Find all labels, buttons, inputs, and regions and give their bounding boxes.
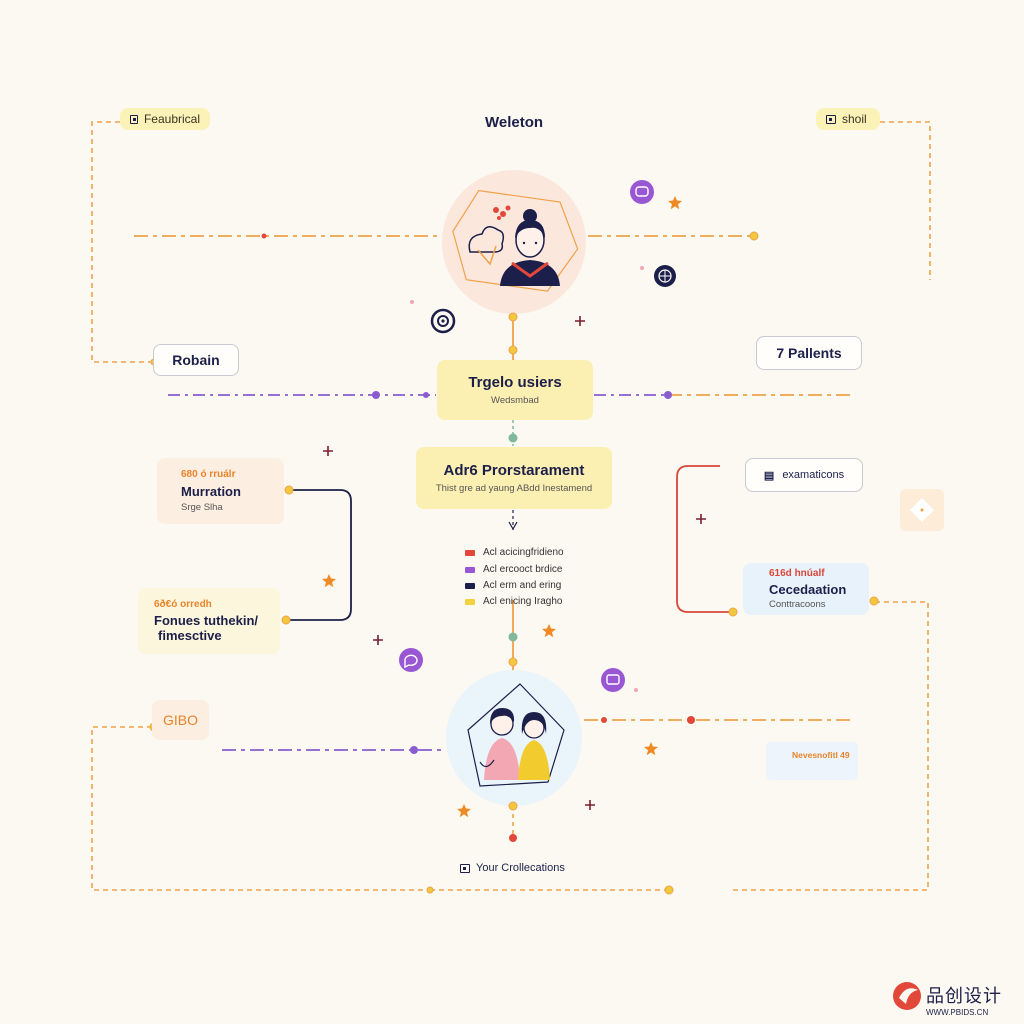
page-title: Weleton <box>484 114 544 131</box>
watermark: 品创设计 WWW.PBIDS.CN <box>926 982 1002 1017</box>
bottom-avatar-outline <box>467 683 565 787</box>
side-note-label: Nevesnofitl 49 <box>792 750 850 760</box>
watermark-url: WWW.PBIDS.CN <box>926 1008 989 1017</box>
collections-label: Your Crollecations <box>476 862 565 874</box>
legend-swatch <box>465 566 475 573</box>
couple-avatar-icon <box>479 708 550 780</box>
robain-node: Robain <box>153 344 239 376</box>
side-note: Nevesnofitl 49 <box>766 742 858 780</box>
top-right-loop <box>880 121 931 280</box>
top-right-tag: shoil <box>816 108 880 130</box>
patients-node: 7 Pallents <box>756 336 862 370</box>
murration-subtitle: Srge Slha <box>181 502 223 513</box>
legend-label: Acl enicing Iragho <box>483 596 563 607</box>
legend-item: Acl acicingfridieno <box>465 547 564 558</box>
ceceddation-tag: 616d hnúalf <box>769 568 825 579</box>
target-users-node: Trgelo usiers Wedsmbad <box>437 360 593 420</box>
cloud-icon <box>468 226 505 266</box>
document-icon <box>826 114 836 124</box>
globe-icon <box>654 265 676 287</box>
watermark-brand: 品创设计 <box>926 986 1002 1006</box>
fonues-line1: Fonues tuthekin/ <box>154 613 258 628</box>
ceceddation-title: Cecedaation <box>769 582 847 597</box>
murration-title: Murration <box>181 484 241 499</box>
chat-bubble-icon-2 <box>399 648 423 672</box>
robain-label: Robain <box>172 352 220 368</box>
woman-avatar-icon <box>500 209 560 286</box>
program-node: Adr6 Prorstarament Thist gre ad yaung AB… <box>416 447 612 509</box>
examinations-label: examaticons <box>782 469 845 481</box>
star-icons <box>322 196 682 818</box>
fonues-node: 6ð€ó orredh Fonues tuthekin/ fimesctive <box>138 588 280 654</box>
collections-label-row: Your Crollecations <box>460 862 565 874</box>
legend-swatch <box>465 598 475 605</box>
sparkle-dots-icon <box>493 205 511 220</box>
top-left-tag: Feaubrical <box>120 108 210 130</box>
top-avatar-ring <box>442 170 586 314</box>
fonues-tag: 6ð€ó orredh <box>154 599 212 610</box>
target-users-title: Trgelo usiers <box>468 374 562 391</box>
murration-tag: 680 ó rruálr <box>181 469 236 480</box>
message-icon <box>601 668 625 692</box>
legend-item: Acl ercooct brdice <box>465 564 562 575</box>
red-bracket <box>676 465 732 613</box>
program-subtitle: Thist gre ad yaung ABdd Inestamend <box>435 483 593 494</box>
connector-dots <box>149 231 879 895</box>
patients-label: 7 Pallents <box>776 345 842 361</box>
list-icon: ▤ <box>763 469 775 482</box>
legend-swatch <box>465 582 475 589</box>
murration-node: 680 ó rruálr Murration Srge Slha <box>157 458 284 524</box>
legend-item: Acl erm and ering <box>465 580 561 591</box>
top-left-loop <box>91 121 152 363</box>
document-icon <box>130 114 138 124</box>
legend-swatch <box>465 549 475 556</box>
top-right-tag-label: shoil <box>842 112 867 126</box>
legend-label: Acl ercooct brdice <box>483 564 563 575</box>
ceceddation-node: 616d hnúalf Cecedaation Conttracoons <box>743 563 869 615</box>
top-left-tag-label: Feaubrical <box>143 112 200 126</box>
navy-bracket <box>286 489 352 621</box>
gibo-label: GIBO <box>162 712 198 728</box>
ceceddation-subtitle: Conttracoons <box>769 599 826 610</box>
program-title: Adr6 Prorstarament <box>443 462 585 479</box>
chat-bubble-icon <box>630 180 654 204</box>
bottom-left-loop <box>91 726 430 891</box>
examinations-node: ▤ examaticons <box>745 458 863 492</box>
top-avatar-outline <box>452 189 579 292</box>
plus-icons <box>323 316 706 810</box>
legend-label: Acl acicingfridieno <box>483 547 564 558</box>
target-icon <box>430 308 456 334</box>
gibo-node: GIBO <box>152 700 209 740</box>
watermark-logo-icon <box>893 982 921 1010</box>
legend-item: Acl enicing Iragho <box>465 596 563 607</box>
target-users-subtitle: Wedsmbad <box>491 395 539 406</box>
legend-label: Acl erm and ering <box>483 580 562 591</box>
fonues-line2: fimesctive <box>158 628 222 643</box>
collection-icon <box>460 863 470 873</box>
